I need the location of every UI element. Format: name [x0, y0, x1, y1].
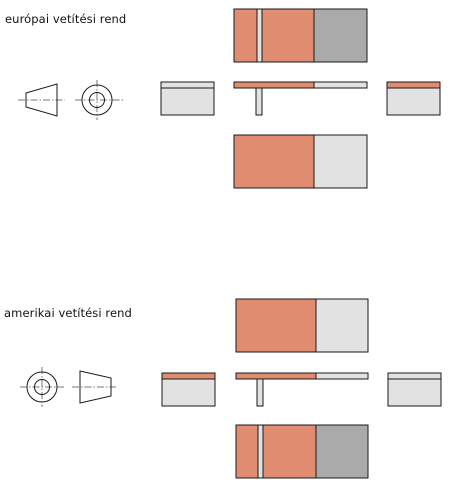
- truncated-cone-icon: [72, 370, 116, 404]
- view-body: [160, 87, 215, 116]
- front-gray-bar: [315, 372, 369, 380]
- front-salmon-bar: [235, 372, 317, 380]
- us-view-top: [235, 298, 369, 353]
- inner-circle: [34, 379, 50, 395]
- view-segment-gap: [257, 424, 264, 479]
- eu-view-front: [233, 81, 368, 116]
- outer-circle: [81, 84, 113, 116]
- front-stem: [255, 87, 263, 116]
- eu-view-top: [233, 8, 368, 63]
- view-segment-dark-gray: [315, 424, 369, 479]
- eu-view-right: [386, 81, 441, 116]
- us-view-left: [161, 372, 216, 407]
- view-segment-salmon-left: [235, 424, 259, 479]
- view-body: [387, 378, 442, 407]
- front-stem: [256, 378, 264, 407]
- cone-outline: [79, 370, 112, 404]
- view-segment-salmon: [235, 298, 317, 353]
- us-view-bottom: [235, 424, 369, 479]
- us-view-front: [235, 372, 369, 407]
- inner-circle: [89, 92, 105, 108]
- european-projection-group: [18, 8, 441, 189]
- view-top-strip: [161, 372, 216, 380]
- european-projection-label: európai vetítési rend: [5, 12, 127, 26]
- view-segment-dark-gray: [313, 8, 368, 63]
- eu-view-bottom: [233, 134, 368, 189]
- view-segment-light-gray: [313, 134, 368, 189]
- view-top-strip: [386, 81, 441, 89]
- eu-view-left: [160, 81, 215, 116]
- view-body: [161, 378, 216, 407]
- view-segment-gap: [256, 8, 263, 63]
- concentric-circles-icon: [75, 80, 124, 120]
- view-top-strip: [387, 372, 442, 380]
- view-segment-salmon: [233, 134, 315, 189]
- view-segment-salmon-right: [262, 424, 317, 479]
- view-segment-salmon-left: [233, 8, 258, 63]
- us-view-right: [387, 372, 442, 407]
- front-salmon-bar: [233, 81, 315, 89]
- cone-outline: [25, 83, 58, 117]
- view-body: [386, 87, 441, 116]
- concentric-circles-icon: [20, 367, 64, 407]
- view-segment-salmon-right: [261, 8, 315, 63]
- view-top-strip: [160, 81, 215, 89]
- truncated-cone-icon: [18, 83, 65, 117]
- view-segment-light-gray: [315, 298, 369, 353]
- american-projection-label: amerikai vetítési rend: [4, 306, 132, 320]
- american-projection-group: [20, 298, 442, 479]
- front-gray-bar: [313, 81, 368, 89]
- outer-circle: [26, 371, 58, 403]
